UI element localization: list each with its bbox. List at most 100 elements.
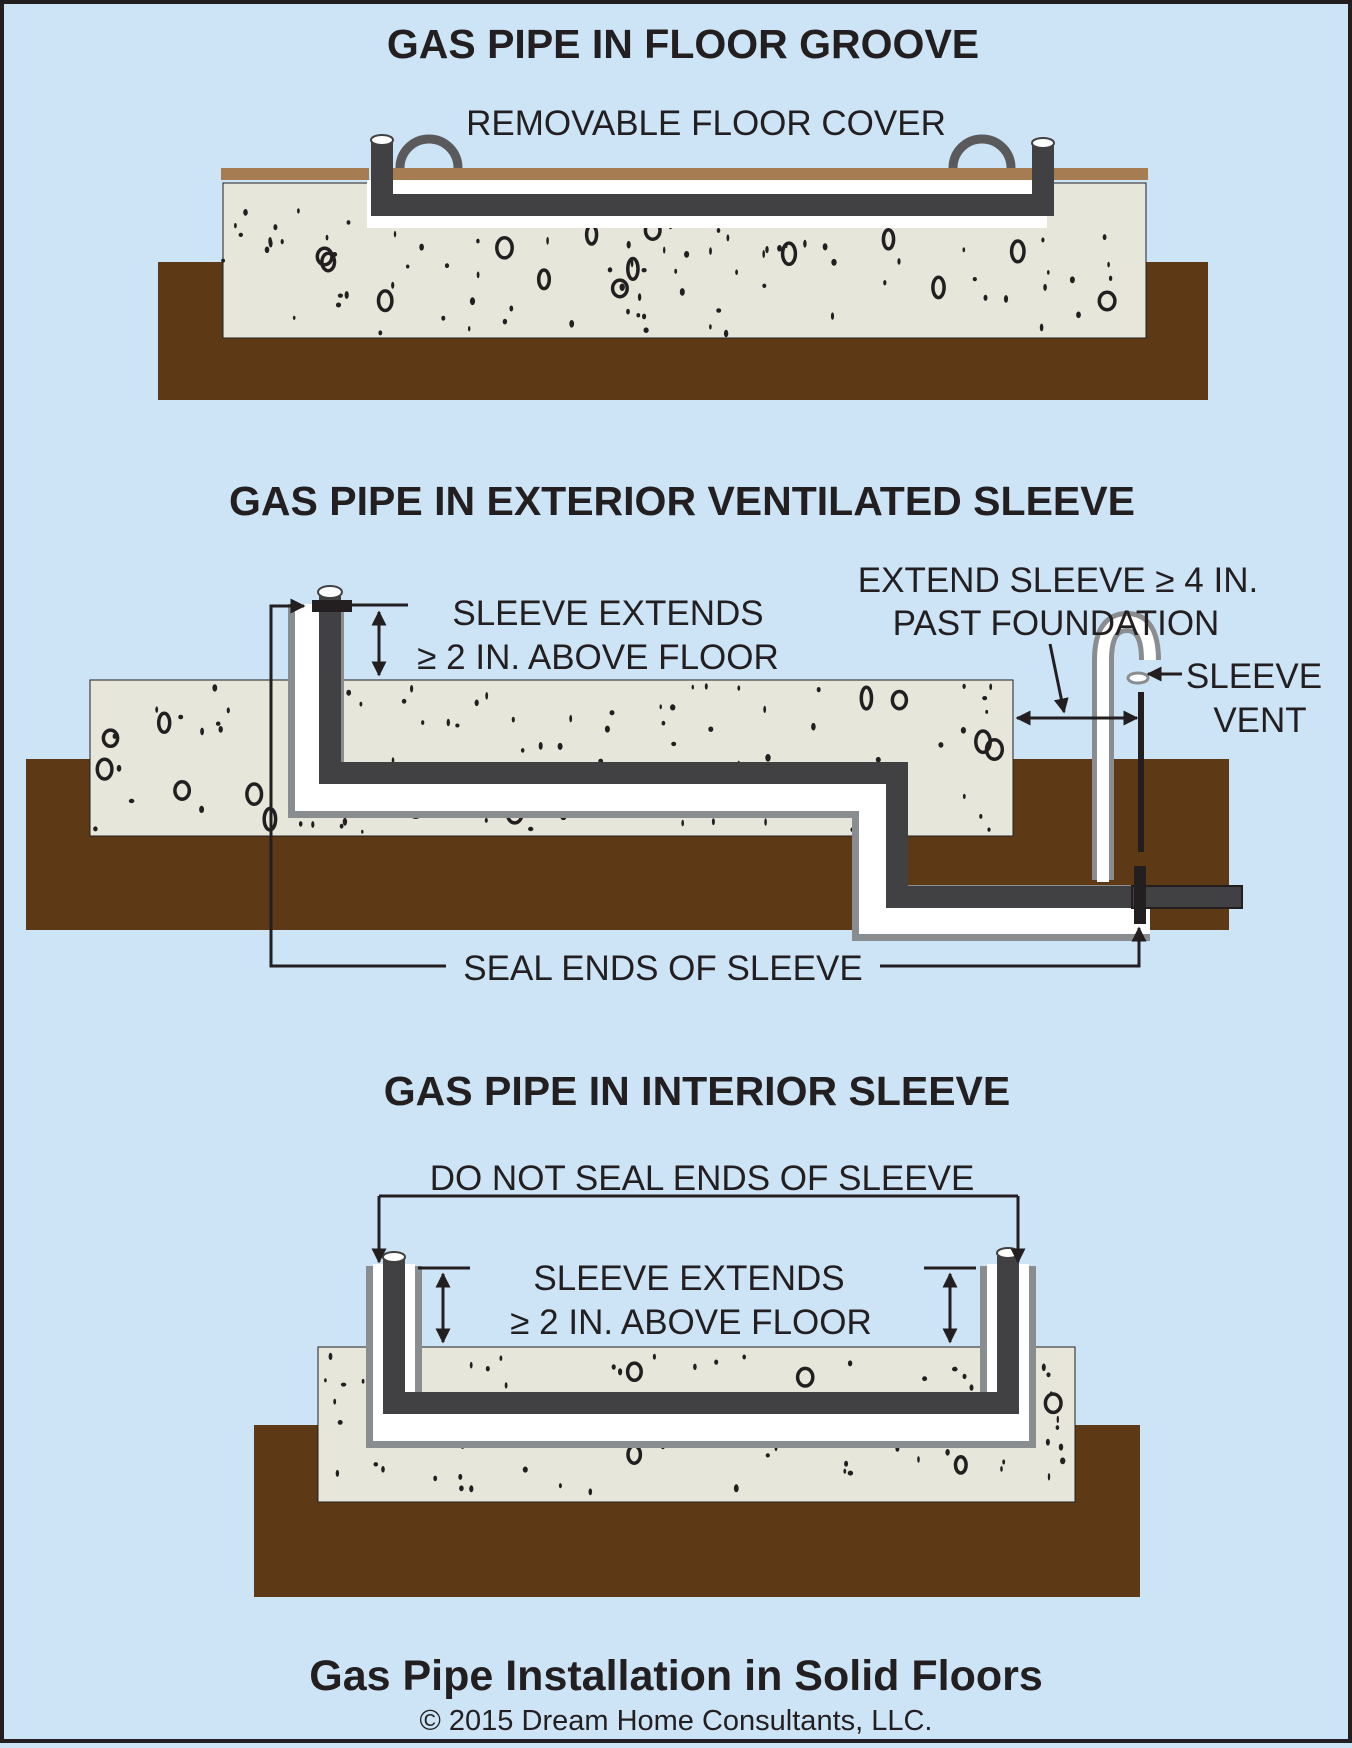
- aggregate-speck: [1060, 1457, 1066, 1465]
- pipe-end-right: [996, 1247, 1020, 1259]
- aggregate-speck: [693, 1363, 697, 1371]
- aggregate-speck: [569, 320, 575, 328]
- pipe-end: [317, 585, 343, 599]
- aggregate-speck: [546, 236, 549, 245]
- aggregate-pebble: [376, 289, 394, 313]
- aggregate-speck: [764, 818, 767, 826]
- aggregate-speck: [504, 1382, 508, 1389]
- aggregate-pebble: [315, 246, 334, 267]
- aggregate-pebble: [245, 782, 264, 806]
- aggregate-speck: [670, 704, 676, 711]
- diagram-title: Gas Pipe Installation in Solid Floors: [309, 1652, 1043, 1700]
- aggregate-speck: [212, 684, 218, 692]
- aggregate-speck: [945, 1449, 950, 1456]
- gas-pipe: [319, 596, 1242, 908]
- aggregate-speck: [273, 224, 278, 231]
- aggregate-pebble: [1097, 290, 1117, 312]
- aggregate-speck: [716, 228, 721, 233]
- aggregate-speck: [1046, 1372, 1051, 1378]
- aggregate-speck: [469, 1361, 473, 1369]
- section-title: GAS PIPE IN EXTERIOR VENTILATED SLEEVE: [229, 478, 1135, 524]
- aggregate-pebble: [610, 278, 629, 299]
- aggregate-speck: [359, 701, 363, 707]
- aggregate-speck: [962, 793, 966, 800]
- aggregate-speck: [455, 723, 460, 728]
- aggregate-speck: [875, 756, 881, 763]
- sleeve-interior-air: [422, 1266, 980, 1347]
- aggregate-speck: [361, 829, 364, 834]
- sleeve-vent-inner: [1097, 615, 1156, 882]
- aggregate-speck: [509, 305, 514, 312]
- aggregate-speck: [607, 267, 613, 273]
- aggregate-speck: [962, 247, 966, 253]
- vent-opening: [1126, 671, 1150, 685]
- aggregate-speck: [155, 706, 159, 713]
- aggregate-speck: [335, 302, 342, 308]
- aggregate-speck: [844, 1460, 849, 1467]
- removable-floor-cover: [380, 168, 1034, 180]
- aggregate-speck: [339, 823, 344, 829]
- aggregate-speck: [410, 685, 414, 693]
- aggregate-speck: [643, 327, 649, 334]
- aggregate-speck: [969, 1384, 974, 1391]
- aggregate-speck: [361, 1378, 365, 1384]
- aggregate-speck: [630, 259, 634, 268]
- aggregate-speck: [522, 1466, 528, 1473]
- aggregate-speck: [444, 263, 450, 269]
- aggregate-speck: [446, 718, 450, 727]
- aggregate-speck: [637, 293, 642, 301]
- aggregate-speck: [297, 208, 300, 214]
- aggregate-speck: [679, 288, 685, 296]
- aggregate-speck: [1003, 295, 1009, 303]
- label-sleeve-extends-1: SLEEVE EXTENDS: [533, 1259, 844, 1298]
- aggregate-speck: [704, 683, 708, 690]
- aggregate-speck: [619, 283, 625, 291]
- aggregate-speck: [641, 268, 647, 273]
- aggregate-speck: [709, 247, 712, 255]
- pipe-end-right: [1031, 137, 1055, 149]
- aggregate-speck: [469, 1485, 474, 1493]
- aggregate-speck: [421, 720, 425, 725]
- label-extend-sleeve-2: PAST FOUNDATION: [893, 604, 1220, 643]
- aggregate-speck: [626, 308, 630, 315]
- aggregate-speck: [393, 230, 397, 238]
- aggregate-speck: [226, 707, 230, 714]
- aggregate-speck: [684, 251, 690, 258]
- aggregate-speck: [737, 685, 741, 691]
- aggregate-speck: [1108, 275, 1113, 281]
- aggregate-speck: [960, 727, 967, 734]
- aggregate-speck: [419, 243, 424, 251]
- aggregate-speck: [897, 258, 901, 265]
- aggregate-pebble: [320, 251, 337, 273]
- label-sleeve-vent-1: SLEEVE: [1186, 657, 1322, 696]
- aggregate-speck: [342, 817, 348, 826]
- aggregate-speck: [830, 312, 835, 320]
- aggregate-speck: [311, 821, 315, 828]
- floor-surface-right: [1046, 168, 1148, 180]
- aggregate-speck: [238, 232, 243, 237]
- aggregate-speck: [604, 725, 610, 733]
- aggregate-speck: [765, 246, 769, 254]
- aggregate-speck: [659, 704, 662, 710]
- aggregate-speck: [883, 280, 887, 286]
- aggregate-speck: [733, 1484, 739, 1493]
- aggregate-speck: [1107, 261, 1110, 268]
- aggregate-speck: [476, 271, 480, 279]
- aggregate-pebble: [795, 1366, 815, 1388]
- aggregate-pebble: [495, 235, 514, 260]
- aggregate-speck: [765, 754, 771, 762]
- aggregate-pebble: [931, 275, 946, 300]
- floor-surface-left: [221, 168, 369, 180]
- aggregate-pebble: [156, 711, 172, 735]
- aggregate-speck: [763, 705, 767, 714]
- aggregate-speck: [441, 315, 446, 321]
- seal-leader-left: [269, 598, 446, 968]
- aggregate-speck: [711, 818, 715, 826]
- aggregate-speck: [557, 742, 563, 750]
- label-removable-floor-cover: REMOVABLE FLOOR COVER: [466, 104, 946, 143]
- aggregate-speck: [979, 814, 983, 819]
- aggregate-speck: [337, 1420, 343, 1425]
- aggregate-speck: [93, 826, 98, 832]
- label-seal-ends: SEAL ENDS OF SLEEVE: [463, 949, 862, 988]
